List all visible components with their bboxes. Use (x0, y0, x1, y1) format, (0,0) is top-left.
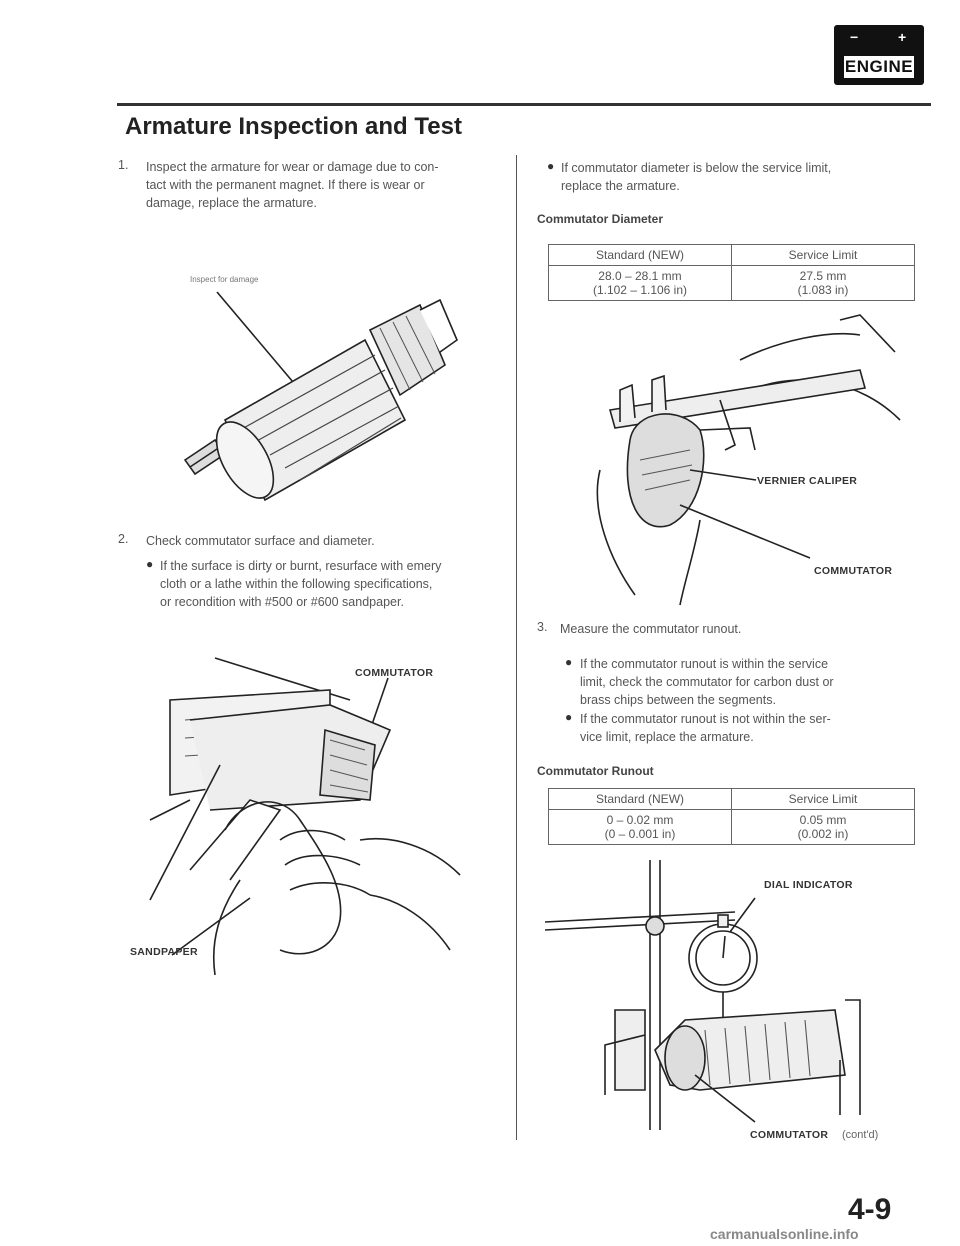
battery-minus-icon: − (850, 29, 859, 45)
fig2-sandpaper-label: SANDPAPER (130, 946, 198, 958)
bullet-2-line: or recondition with #500 or #600 sandpap… (160, 595, 404, 609)
header-rule (117, 103, 931, 106)
step-3-text: Measure the commutator runout. (560, 622, 742, 636)
vernier-caliper-figure (596, 314, 901, 606)
table-cell: 28.0 – 28.1 mm (1.102 – 1.106 in) (548, 265, 732, 301)
table-header-cell: Service Limit (731, 244, 915, 266)
fig3-commutator-label: COMMUTATOR (814, 565, 893, 577)
bullet-3a-line: If the commutator runout is within the s… (580, 657, 829, 671)
engine-badge-label: ENGINE (844, 56, 914, 78)
armature-figure (183, 291, 458, 502)
table-header-cell: Standard (NEW) (548, 244, 732, 266)
bullet-3a-dot: ● (565, 655, 573, 669)
step-1-line: Inspect the armature for wear or damage … (146, 160, 439, 174)
page-title: Armature Inspection and Test (125, 113, 462, 140)
bullet-3a-text: If the commutator runout is within the s… (580, 655, 925, 709)
column-divider (516, 155, 517, 1140)
fig2-commutator-label: COMMUTATOR (355, 667, 434, 679)
table-header-row: Standard (NEW) Service Limit (548, 788, 915, 810)
cell-line: 0 – 0.02 mm (606, 813, 674, 827)
bullet-r1-dot: ● (547, 159, 555, 173)
bullet-r1-text: If commutator diameter is below the serv… (561, 159, 921, 195)
step-1-line: damage, replace the armature. (146, 196, 317, 210)
cell-line: 28.0 – 28.1 mm (598, 269, 682, 283)
step-3-number: 3. (537, 620, 548, 634)
bullet-r1-line: replace the armature. (561, 179, 680, 193)
table-header-cell: Standard (NEW) (548, 788, 732, 810)
table-row: 0 – 0.02 mm (0 – 0.001 in) 0.05 mm (0.00… (548, 809, 915, 845)
bullet-3a-line: brass chips between the segments. (580, 693, 776, 707)
fig1-callout-label: Inspect for damage (190, 275, 259, 284)
table-cell: 27.5 mm (1.083 in) (731, 265, 915, 301)
step-1-text: Inspect the armature for wear or damage … (146, 158, 506, 212)
bullet-3a-line: limit, check the commutator for carbon d… (580, 675, 834, 689)
cell-line: (0 – 0.001 in) (604, 827, 676, 841)
step-1-line: tact with the permanent magnet. If there… (146, 178, 425, 192)
cell-line: (1.102 – 1.106 in) (592, 283, 688, 297)
bullet-2-dot: ● (146, 557, 154, 571)
fig4-commutator-label: COMMUTATOR (750, 1129, 829, 1141)
cell-line: 27.5 mm (799, 269, 847, 283)
fig3-caliper-label: VERNIER CALIPER (757, 475, 858, 487)
bullet-2-text: If the surface is dirty or burnt, resurf… (160, 557, 510, 611)
bullet-3b-dot: ● (565, 710, 573, 724)
bullet-3b-text: If the commutator runout is not within t… (580, 710, 925, 746)
commutator-diameter-table: Standard (NEW) Service Limit 28.0 – 28.1… (548, 244, 915, 301)
continued-note: (cont'd) (842, 1129, 879, 1141)
step-2-text: Check commutator surface and diameter. (146, 534, 375, 548)
engine-section-badge: − + ENGINE (834, 25, 924, 85)
watermark: carmanualsonline.info (710, 1226, 859, 1242)
cell-line: 0.05 mm (799, 813, 847, 827)
bullet-2-line: cloth or a lathe within the following sp… (160, 577, 433, 591)
step-1-number: 1. (118, 158, 129, 172)
table-row: 28.0 – 28.1 mm (1.102 – 1.106 in) 27.5 m… (548, 265, 915, 301)
sandpaper-figure (149, 657, 461, 976)
bullet-3b-line: vice limit, replace the armature. (580, 730, 754, 744)
fig4-dial-label: DIAL INDICATOR (764, 879, 853, 891)
cell-line: (0.002 in) (797, 827, 849, 841)
table1-title: Commutator Diameter (537, 212, 664, 226)
page-number: 4-9 (848, 1193, 892, 1226)
dial-indicator-figure (545, 860, 861, 1130)
cell-line: (1.083 in) (797, 283, 849, 297)
commutator-runout-table: Standard (NEW) Service Limit 0 – 0.02 mm… (548, 788, 915, 845)
step-2-number: 2. (118, 532, 129, 546)
table-cell: 0.05 mm (0.002 in) (731, 809, 915, 845)
table-header-cell: Service Limit (731, 788, 915, 810)
table-header-row: Standard (NEW) Service Limit (548, 244, 915, 266)
bullet-2-line: If the surface is dirty or burnt, resurf… (160, 559, 442, 573)
battery-plus-icon: + (898, 29, 907, 45)
bullet-r1-line: If commutator diameter is below the serv… (561, 161, 832, 175)
table-cell: 0 – 0.02 mm (0 – 0.001 in) (548, 809, 732, 845)
bullet-3b-line: If the commutator runout is not within t… (580, 712, 831, 726)
table2-title: Commutator Runout (537, 764, 654, 778)
